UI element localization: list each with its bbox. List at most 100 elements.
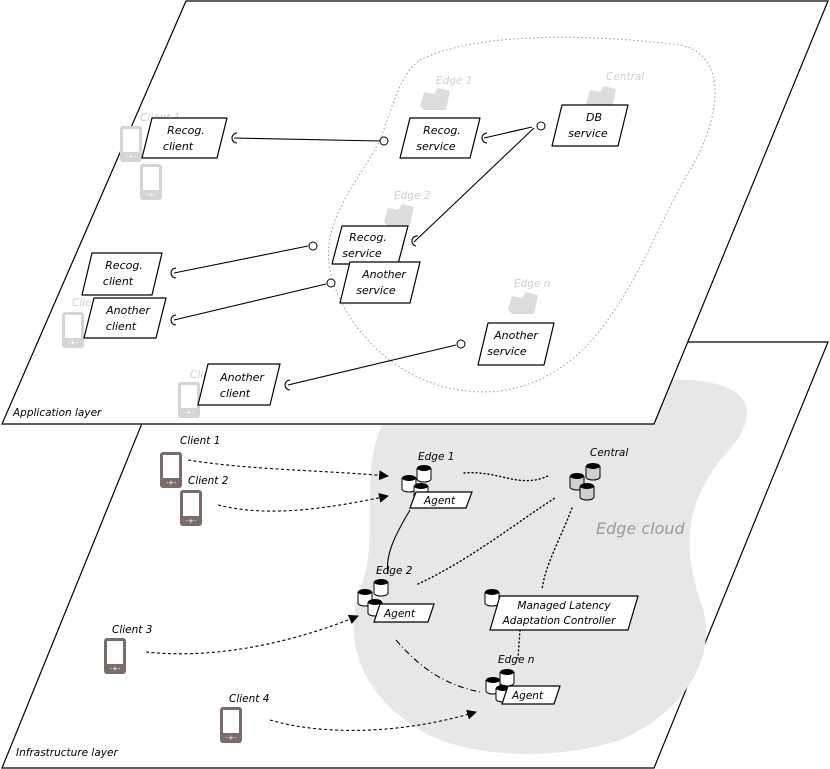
edge-1-to-edge-2-link [386, 509, 411, 575]
client-2-to-edge-1-arrow [217, 492, 389, 512]
edge-1-label: Edge 1 [418, 451, 454, 463]
faint-client-device-icon [62, 312, 84, 348]
client-4-device-icon [220, 707, 242, 743]
db-service-label-line-2: service [568, 127, 608, 140]
recog-service-1-provided-interface [379, 136, 389, 146]
recog-service-2-provided-interface [308, 241, 318, 251]
client-3-device-icon [104, 638, 126, 674]
faint-edge-2-label: Edge 2 [394, 190, 431, 202]
client-1-to-edge-1-arrow [187, 459, 389, 481]
recog-client-2-to-recog-service-2-link [173, 245, 309, 274]
edge-n-label: Edge n [498, 654, 534, 666]
another-client-2-label-line-2: client [220, 387, 251, 400]
client-2-device-icon [180, 490, 202, 526]
another-service-box [339, 261, 421, 304]
edge-2-server-icon [373, 578, 389, 597]
edge-cloud-area [353, 378, 748, 754]
recog-client-1-required-interface [231, 132, 238, 144]
faint-client-device-icon [178, 382, 200, 418]
edge-1-agent-box [409, 491, 473, 509]
edge-2-agent-label: Agent [383, 608, 416, 620]
another-client-2-label-line-1: Another [219, 371, 265, 384]
recog-service-2-label-line-2: service [342, 247, 382, 260]
recog-service-1-label-line-2: service [416, 140, 456, 153]
another-service-provided-interface [326, 278, 336, 288]
client-4: Client 4 [220, 693, 269, 743]
central-label: Central [590, 447, 628, 459]
another-client-1-label-line-1: Another [105, 304, 151, 317]
another-client-2: Another client [197, 363, 281, 406]
client-1: Client 1 [160, 435, 220, 488]
edge-2-agent-box [373, 603, 435, 623]
client-4-label: Client 4 [229, 693, 269, 705]
another-service-label-line-2: service [356, 284, 396, 297]
another-client-1-required-interface [170, 314, 177, 326]
db-service: DB service [551, 104, 629, 147]
application-layer-title: Application layer [12, 407, 102, 419]
central-to-controller-link [541, 507, 573, 591]
edge-2-to-central-link [417, 497, 556, 585]
recog-client-2-required-interface [170, 267, 177, 279]
another-service-n-label-line-2: service [487, 345, 527, 358]
recog-service-1-label-line-1: Recog. [423, 124, 461, 137]
edge-2-node: Edge 2 Agent [357, 565, 435, 623]
another-service: Another service [339, 261, 421, 304]
another-service-label-line-1: Another [361, 268, 407, 281]
edge-region-outline [328, 36, 716, 393]
recog-service-1: Recog. service [399, 117, 481, 159]
recog-service-2-to-db-link [413, 127, 535, 243]
faint-client-device-icon [120, 126, 142, 162]
recog-client-1-label-line-1: Recog. [167, 124, 205, 137]
recog-service-1-required-interface [481, 132, 488, 144]
controller-server-icon [484, 588, 500, 607]
application-layer: Application layer Edge 1 Central Edge 2 … [1, 0, 829, 425]
recog-service-2-label-line-1: Recog. [349, 231, 387, 244]
latency-controller: Managed Latency Adaptation Controller [484, 588, 639, 631]
recog-service-2: Recog. service [331, 225, 409, 265]
another-client-2-box [197, 363, 281, 406]
client-2: Client 2 [180, 475, 229, 526]
controller-label-line-2: Adaptation Controller [502, 615, 617, 627]
db-service-label-line-1: DB [586, 111, 602, 124]
recog-client-2-box [81, 252, 163, 296]
edge-1-server-icon [416, 464, 432, 483]
faint-client-device-icon [140, 164, 162, 200]
faint-edge-n-label: Edge n [514, 278, 550, 290]
edge-1-agent-label: Agent [423, 495, 456, 507]
edge-cloud-label: Edge cloud [596, 519, 686, 538]
db-service-provided-interface [536, 121, 546, 131]
another-service-n-label-line-1: Another [493, 329, 539, 342]
another-client-1-box [83, 297, 167, 339]
another-client-2-required-interface [284, 379, 291, 391]
edge-n-agent-label: Agent [511, 690, 544, 702]
another-client-1-label-line-2: client [106, 320, 137, 333]
central-server-icon [579, 482, 595, 501]
another-service-n-provided-interface [456, 339, 466, 349]
infrastructure-layer-title: Infrastructure layer [16, 747, 118, 759]
recog-client-2-label-line-1: Recog. [105, 259, 143, 272]
central-node: Central [569, 447, 628, 501]
edge-2-label: Edge 2 [376, 565, 413, 577]
recog-service-1-box [399, 117, 481, 159]
recog-client-2-label-line-2: client [103, 275, 134, 288]
edge-n-agent-box [501, 685, 561, 705]
infrastructure-layer: Edge cloud Infrastructure layer Client 1… [1, 341, 829, 769]
client-1-label: Client 1 [180, 435, 220, 447]
central-server-icon [585, 462, 601, 481]
edge-n-node: Edge n Agent [485, 654, 561, 705]
another-client-1: Another client [83, 297, 167, 339]
another-service-n-box [477, 322, 555, 366]
another-client-1-to-another-service-link [173, 283, 327, 321]
recog-client-1: Recog. client [141, 117, 228, 159]
another-service-n: Another service [477, 322, 555, 366]
recog-service-2-required-interface [411, 235, 419, 247]
client-3-to-edge-2-arrow [145, 614, 359, 655]
edge-1-node: Edge 1 Agent [401, 451, 473, 509]
recog-client-2: Recog. client [81, 252, 163, 296]
controller-to-edge-n-link [517, 629, 521, 659]
controller-box [489, 595, 639, 631]
recog-client-1-label-line-2: client [163, 140, 194, 153]
recog-client-1-to-recog-service-1-link [233, 137, 381, 142]
faint-edge-1-label: Edge 1 [436, 75, 472, 87]
